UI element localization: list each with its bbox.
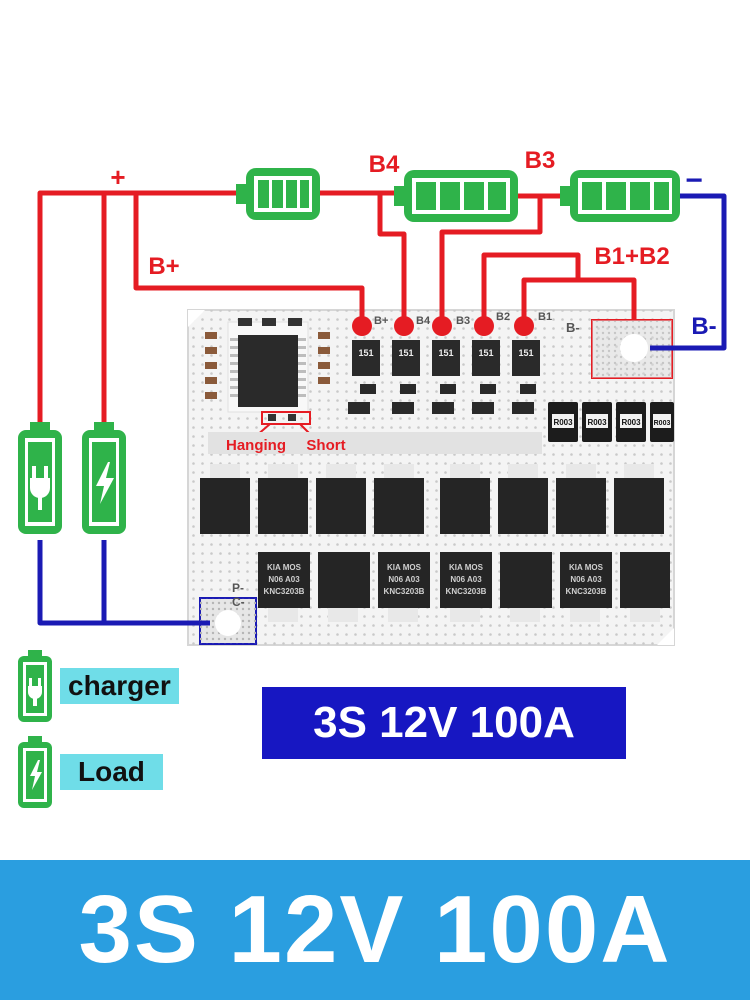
bolt-icon xyxy=(18,736,52,808)
bplus-label: B+ xyxy=(148,253,179,280)
pcb-strip xyxy=(208,432,542,454)
mosfet-label: N06 A03 xyxy=(268,575,300,584)
legend-charger-label: charger xyxy=(60,668,179,704)
plus-label: + xyxy=(110,162,125,192)
legend-load-label: Load xyxy=(60,754,163,790)
mosfet-label: KIA MOS xyxy=(569,563,604,572)
plug-icon xyxy=(18,422,62,534)
bms-wiring-diagram: 151 151 151 151 151 R003 R003 R003 R003 xyxy=(18,147,727,646)
pcb-label-pminus: P- xyxy=(232,581,244,595)
pcb-label-b3: B3 xyxy=(456,315,470,327)
legend-load: Load xyxy=(18,736,163,808)
battery-icon xyxy=(394,170,518,222)
mosfet-label: KIA MOS xyxy=(267,563,302,572)
mosfet-label: N06 A03 xyxy=(570,575,602,584)
balance-chips: 151 151 151 151 151 xyxy=(348,340,540,414)
bminus-label: B- xyxy=(691,313,716,340)
short-label: Short xyxy=(306,437,345,454)
resistor-label: R003 xyxy=(621,418,641,427)
mosfet-label: KNC3203B xyxy=(384,587,425,596)
b3-label: B3 xyxy=(525,147,556,174)
chip-label: 151 xyxy=(398,348,413,358)
mosfet-label: N06 A03 xyxy=(450,575,482,584)
chip-label: 151 xyxy=(358,348,373,358)
mosfet-label: KNC3203B xyxy=(566,587,607,596)
battery-icon xyxy=(560,170,680,222)
mosfet-label: KNC3203B xyxy=(446,587,487,596)
plug-icon xyxy=(18,650,52,722)
mosfets-top-row xyxy=(200,464,664,534)
bolt-icon xyxy=(82,422,126,534)
red-wires xyxy=(37,190,637,430)
pcb-label-cminus: C- xyxy=(232,595,245,609)
chip-label: 151 xyxy=(478,348,493,358)
resistor-label: R003 xyxy=(654,420,671,427)
b4-label: B4 xyxy=(369,151,400,178)
battery-icon xyxy=(236,168,320,220)
chip-label: 151 xyxy=(518,348,533,358)
smd-parts-left xyxy=(205,318,330,399)
pcb-label-b2: B2 xyxy=(496,311,510,323)
pcb-label-b4: B4 xyxy=(416,315,431,327)
pcb-label-b1: B1 xyxy=(538,311,552,323)
hanging-label: Hanging xyxy=(226,437,286,454)
terminal-dots xyxy=(352,316,534,336)
mosfet-label: N06 A03 xyxy=(388,575,420,584)
resistor-label: R003 xyxy=(587,418,607,427)
blue-wires xyxy=(37,193,727,626)
mosfet-label: KNC3203B xyxy=(264,587,305,596)
b1-b2-label: B1+B2 xyxy=(594,243,669,270)
pcb-label-bminus: B- xyxy=(566,320,580,335)
legend-charger: charger xyxy=(18,650,179,722)
chip-label: 151 xyxy=(438,348,453,358)
mosfet-label: KIA MOS xyxy=(449,563,484,572)
bms-ic xyxy=(227,321,309,413)
resistor-label: R003 xyxy=(553,418,573,427)
mosfet-label: KIA MOS xyxy=(387,563,422,572)
shunt-resistors: R003 R003 R003 R003 xyxy=(548,402,674,442)
spec-box: 3S 12V 100A xyxy=(262,687,626,759)
pcb-label-bplus: B+ xyxy=(374,315,388,327)
bottom-banner: 3S 12V 100A xyxy=(0,860,750,1000)
mosfets-bottom-row: KIA MOS N06 A03 KNC3203B KIA MOS N06 A03… xyxy=(258,552,670,622)
minus-label: − xyxy=(685,164,703,197)
